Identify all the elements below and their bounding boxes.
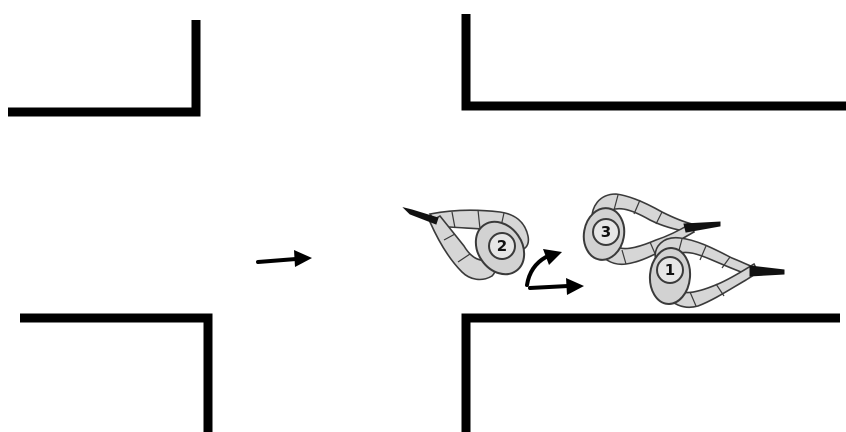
walls	[8, 14, 846, 432]
soldier-2-figure: 2	[402, 207, 530, 281]
arrow-right-icon	[256, 250, 312, 267]
soldier-3-label: 3	[601, 223, 611, 241]
soldier-1-label: 1	[665, 261, 675, 279]
soldier-1-weapon	[749, 265, 785, 277]
soldier-2-weapon	[402, 207, 439, 225]
soldier-1-head	[656, 256, 684, 284]
curved-arrow-icon	[525, 249, 584, 295]
soldier-3-weapon	[683, 221, 721, 233]
soldier-2-label: 2	[497, 237, 507, 255]
soldier-2-head	[488, 232, 516, 260]
soldier-3-figure: 3	[582, 193, 721, 266]
wall-bottom-right	[461, 313, 840, 432]
soldier-3-head	[592, 218, 620, 246]
wall-bottom-left	[20, 313, 213, 432]
wall-top-right	[461, 14, 846, 111]
soldier-1-figure: 1	[648, 237, 785, 308]
wall-top-left	[8, 20, 201, 117]
